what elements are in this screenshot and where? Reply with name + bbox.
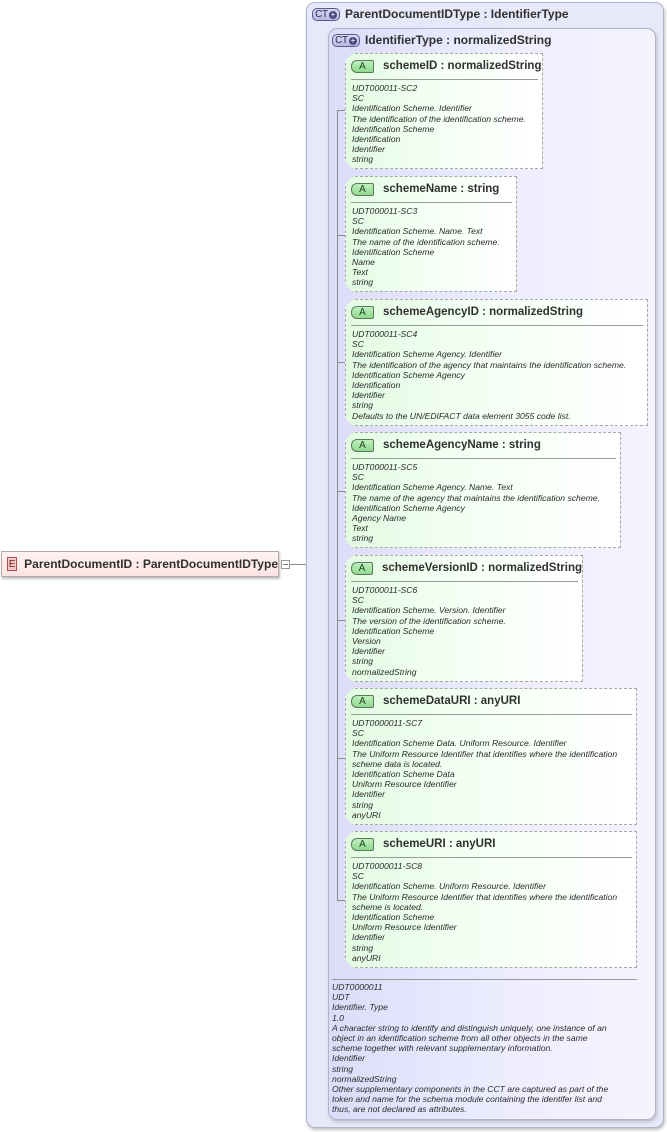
connector-line (290, 564, 306, 565)
tree-branch (337, 900, 345, 901)
divider (351, 714, 632, 715)
attribute-title: schemeURI : anyURI (383, 838, 496, 850)
outer-type-title: ParentDocumentIDType : IdentifierType (345, 7, 569, 21)
element-parentdocumentid[interactable]: E ParentDocumentID : ParentDocumentIDTyp… (1, 551, 279, 577)
divider (351, 581, 578, 582)
attribute-icon: A (351, 838, 374, 851)
attribute-icon: A (351, 562, 373, 575)
attribute-icon: A (351, 183, 374, 196)
divider (351, 857, 632, 858)
attribute-icon: A (351, 439, 374, 452)
tree-branch (337, 110, 345, 111)
tree-branch (337, 235, 345, 236)
divider (351, 458, 616, 459)
collapse-toggle[interactable] (281, 560, 290, 569)
attribute-icon: A (351, 306, 374, 319)
attribute-icon: A (351, 60, 374, 73)
tree-branch (337, 362, 345, 363)
attribute-tree-line (337, 110, 338, 900)
divider (351, 79, 538, 80)
divider (351, 202, 512, 203)
element-label: ParentDocumentID : ParentDocumentIDType (24, 557, 278, 571)
inner-type-title: IdentifierType : normalizedString (365, 33, 552, 47)
tree-branch (337, 491, 345, 492)
attribute-title: schemeAgencyID : normalizedString (383, 306, 584, 318)
element-icon: E (7, 557, 18, 571)
attribute-title: schemeAgencyName : string (383, 439, 541, 451)
attribute-title: schemeName : string (383, 183, 500, 195)
attribute-title: schemeID : normalizedString (383, 60, 542, 72)
attribute-icon: A (351, 695, 374, 708)
divider (351, 325, 643, 326)
complex-type-icon: CT+ (332, 34, 360, 47)
tree-branch (337, 620, 345, 621)
attribute-title: schemeVersionID : normalizedString (381, 562, 582, 574)
attribute-title: schemeDataURI : anyURI (383, 695, 521, 707)
complex-type-icon: CT+ (312, 8, 340, 21)
tree-branch (337, 758, 345, 759)
